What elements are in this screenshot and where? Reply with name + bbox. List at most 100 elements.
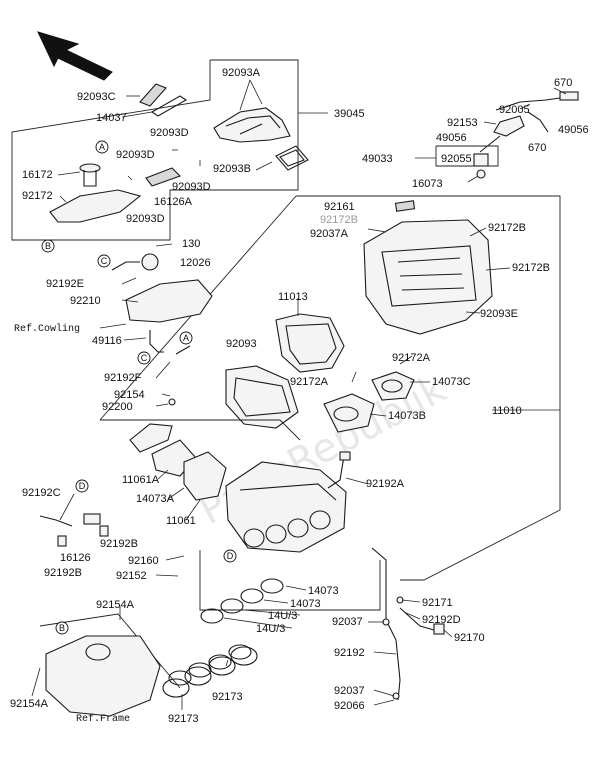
air-cleaner-group	[99, 195, 561, 611]
label-92152: 92152	[116, 570, 147, 582]
label-92037-1: 92037	[332, 616, 363, 628]
label-92192E: 92192E	[46, 278, 84, 290]
label-39045: 39045	[334, 108, 365, 120]
label-92192: 92192	[334, 647, 365, 659]
label-92172: 92172	[22, 190, 53, 202]
label-92055: 92055	[441, 153, 472, 165]
svg-text:B: B	[45, 241, 51, 251]
marker-D-left: D	[75, 479, 89, 493]
label-92171: 92171	[422, 597, 453, 609]
hose-92192	[371, 547, 401, 701]
label-92192D: 92192D	[422, 614, 461, 626]
label-14U3-2: 14U/3	[256, 623, 285, 635]
label-92170: 92170	[454, 632, 485, 644]
lower-cover	[45, 635, 161, 717]
label-92160: 92160	[128, 555, 159, 567]
hose-92192C	[39, 515, 73, 527]
label-11010: 11010	[492, 405, 522, 417]
panel-11061A	[129, 423, 173, 453]
valve-49056	[493, 115, 525, 137]
label-14073B: 14073B	[388, 410, 426, 422]
front-direction-arrow	[37, 31, 113, 81]
label-92153: 92153	[447, 117, 478, 129]
label-16073: 16073	[412, 178, 443, 190]
leader-lines	[31, 79, 567, 710]
hose-92192A	[327, 455, 345, 489]
label-16172: 16172	[22, 169, 53, 181]
label-49056-2: 49056	[558, 124, 589, 136]
label-92172B-1: 92172B	[488, 222, 526, 234]
label-92154A-1: 92154A	[96, 599, 135, 611]
label-92172B-2: 92172B	[512, 262, 550, 274]
label-92172A-2: 92172A	[290, 376, 329, 388]
label-92192A: 92192A	[366, 478, 405, 490]
label-11061: 11061	[166, 515, 196, 527]
label-92093E: 92093E	[480, 308, 518, 320]
air-cleaner-upper-case	[363, 219, 493, 335]
label-12026: 12026	[180, 257, 211, 269]
label-11013: 11013	[278, 291, 308, 303]
pad-16126	[83, 513, 101, 525]
label-92172A-1: 92172A	[392, 352, 431, 364]
label-14037: 14037	[96, 112, 127, 124]
bracket-92161	[394, 200, 416, 212]
marker-B-lower: B	[55, 621, 69, 635]
label-92173-1: 92173	[212, 691, 243, 703]
label-92093D-3: 92093D	[172, 181, 211, 193]
label-92093A: 92093A	[222, 67, 261, 79]
label-92172B-grey: 92172B	[320, 214, 358, 226]
label-92192B-2: 92192B	[44, 567, 82, 579]
label-670-2: 670	[528, 142, 546, 154]
svg-text:D: D	[79, 481, 86, 491]
marker-C-upper: C	[97, 254, 111, 268]
label-92037A: 92037A	[310, 228, 349, 240]
lower-cover-group	[39, 613, 181, 717]
label-49056-1: 49056	[436, 132, 467, 144]
label-92093D-1: 92093D	[150, 127, 189, 139]
element-11013	[275, 313, 345, 373]
label-92093B: 92093B	[213, 163, 251, 175]
label-92192C: 92192C	[22, 487, 61, 499]
strip-14037	[150, 95, 188, 117]
marker-C-lower: C	[137, 351, 151, 365]
label-92093D-4: 92093D	[126, 213, 165, 225]
duct-14073C	[371, 371, 415, 401]
pad-16126A	[145, 167, 182, 187]
grommet-16172	[79, 163, 101, 173]
panel-11061	[183, 451, 227, 501]
label-14U3-1: 14U/3	[268, 610, 297, 622]
hose-joint	[559, 91, 579, 101]
resonator-bracket	[125, 279, 213, 323]
intake-rings	[168, 578, 284, 686]
label-ref-cowling: Ref.Cowling	[14, 323, 80, 335]
svg-text:C: C	[141, 353, 148, 363]
label-92173-2: 92173	[168, 713, 199, 725]
label-92192B-1: 92192B	[100, 538, 138, 550]
marker-D-case: D	[223, 549, 237, 563]
pad-92093C	[139, 83, 167, 107]
label-92037-2: 92037	[334, 685, 365, 697]
label-92161: 92161	[324, 201, 355, 213]
label-670-1: 670	[554, 77, 572, 89]
label-92154A-2: 92154A	[10, 698, 49, 710]
duct-14073B	[323, 393, 375, 433]
label-49116: 49116	[92, 335, 122, 347]
duct-cover-group	[11, 59, 328, 241]
label-92093D-2: 92093D	[116, 149, 155, 161]
label-92192F: 92192F	[104, 372, 142, 384]
seal-92093B	[275, 145, 309, 171]
label-92066: 92066	[334, 700, 365, 712]
vacuum-hose-group	[415, 91, 579, 179]
label-49033: 49033	[362, 153, 393, 165]
svg-text:B: B	[59, 623, 65, 633]
lower-duct-cover	[49, 189, 142, 223]
label-16126A: 16126A	[154, 196, 193, 208]
marker-A-lower: A	[179, 331, 193, 345]
label-14073-1: 14073	[308, 585, 339, 597]
part-labels: 92093C 92093A 14037 39045 92093D 92093D …	[10, 67, 589, 725]
label-92200: 92200	[102, 401, 133, 413]
label-92093C: 92093C	[77, 91, 116, 103]
marker-B-upper: B	[41, 239, 55, 253]
upper-duct-cover	[213, 107, 291, 143]
